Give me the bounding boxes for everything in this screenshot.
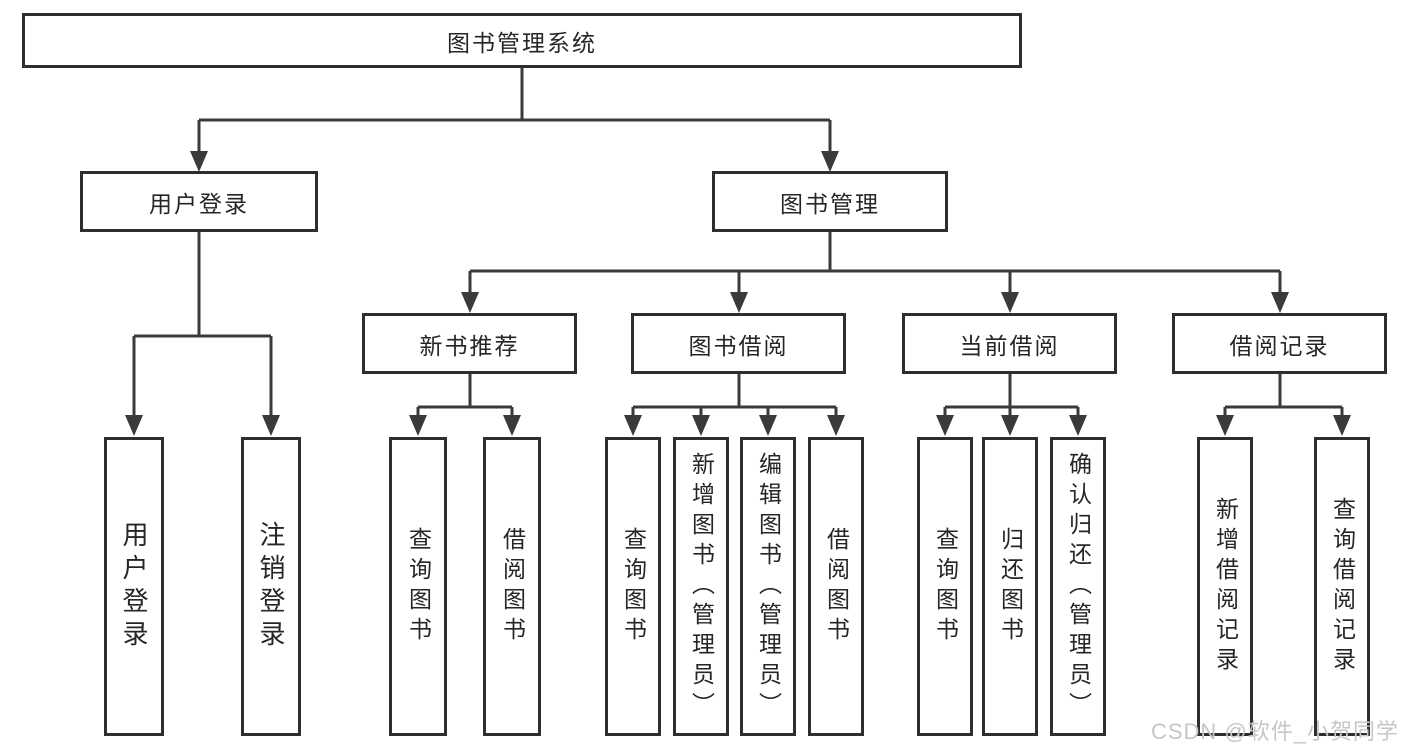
node-current-borrowing-label: 当前借阅 (959, 332, 1060, 359)
leaf-bb-borrow-books-label: 借阅图书 (823, 526, 850, 647)
node-book-borrowing-label: 图书借阅 (688, 332, 789, 359)
node-user-login: 用户登录 (80, 171, 318, 232)
leaf-logout: 注销登录 (241, 437, 301, 736)
leaf-bb-query-books: 查询图书 (605, 437, 661, 736)
node-book-management: 图书管理 (712, 171, 948, 232)
leaf-bb-add-books-admin-label: 新增图书（管理员） (688, 451, 715, 722)
leaf-br-add-record: 新增借阅记录 (1197, 437, 1253, 736)
node-user-login-label: 用户登录 (149, 190, 249, 217)
leaf-bb-query-books-label: 查询图书 (620, 526, 647, 647)
node-book-management-label: 图书管理 (780, 190, 880, 217)
leaf-logout-label: 注销登录 (256, 520, 286, 653)
leaf-nb-borrow-books-label: 借阅图书 (499, 526, 526, 647)
node-new-book-recommendation: 新书推荐 (362, 313, 577, 374)
node-borrowing-records: 借阅记录 (1172, 313, 1387, 374)
leaf-br-add-record-label: 新增借阅记录 (1212, 496, 1239, 677)
leaf-cb-query-books-label: 查询图书 (932, 526, 959, 647)
leaf-cb-confirm-return-admin-label: 确认归还（管理员） (1065, 451, 1092, 722)
leaf-br-query-record: 查询借阅记录 (1314, 437, 1370, 736)
leaf-bb-borrow-books: 借阅图书 (808, 437, 864, 736)
leaf-user-login-label: 用户登录 (119, 520, 149, 653)
node-new-book-recommendation-label: 新书推荐 (419, 332, 520, 359)
leaf-user-login: 用户登录 (104, 437, 164, 736)
leaf-bb-edit-books-admin: 编辑图书（管理员） (740, 437, 796, 736)
leaf-cb-return-books-label: 归还图书 (997, 526, 1024, 647)
node-borrowing-records-label: 借阅记录 (1229, 332, 1330, 359)
leaf-cb-query-books: 查询图书 (917, 437, 973, 736)
node-root-label: 图书管理系统 (447, 29, 597, 56)
leaf-br-query-record-label: 查询借阅记录 (1329, 496, 1356, 677)
watermark: CSDN @软件_小贺同学 (1150, 719, 1399, 744)
leaf-nb-query-books: 查询图书 (389, 437, 447, 736)
leaf-cb-confirm-return-admin: 确认归还（管理员） (1050, 437, 1106, 736)
leaf-nb-borrow-books: 借阅图书 (483, 437, 541, 736)
leaf-cb-return-books: 归还图书 (982, 437, 1038, 736)
leaf-bb-edit-books-admin-label: 编辑图书（管理员） (755, 451, 782, 722)
leaf-nb-query-books-label: 查询图书 (405, 526, 432, 647)
node-book-borrowing: 图书借阅 (631, 313, 846, 374)
leaf-bb-add-books-admin: 新增图书（管理员） (673, 437, 729, 736)
node-root: 图书管理系统 (22, 13, 1022, 68)
node-current-borrowing: 当前借阅 (902, 313, 1117, 374)
